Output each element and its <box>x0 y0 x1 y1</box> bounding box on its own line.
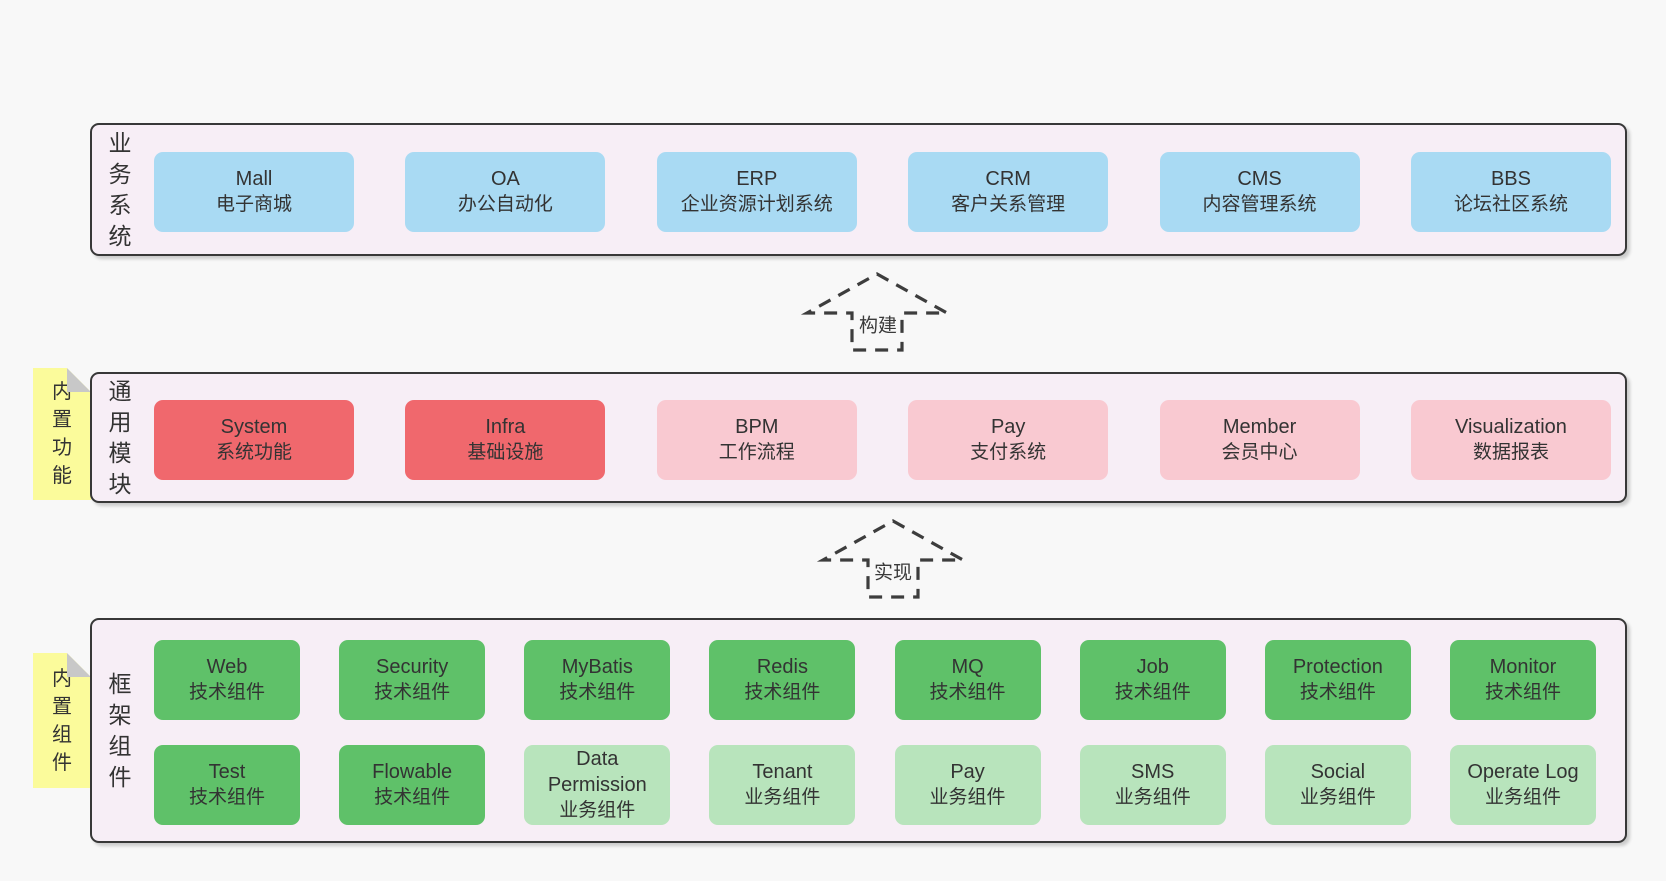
band-business-systems: 业务系统 Mall 电子商城 OA 办公自动化 ERP 企业资源计划系统 CRM… <box>90 123 1627 256</box>
box-member: Member 会员中心 <box>1159 400 1360 480</box>
box-crm: CRM 客户关系管理 <box>908 152 1109 232</box>
box-oa: OA 办公自动化 <box>405 152 606 232</box>
folded-corner-icon <box>67 368 91 392</box>
band-label-framework-components: 框架组件 <box>108 670 132 790</box>
box-redis: Redis 技术组件 <box>709 640 856 720</box>
arrow-implement-label: 实现 <box>870 556 916 586</box>
band-common-modules: 通用模块 System 系统功能 Infra 基础设施 BPM 工作流程 Pay… <box>90 372 1627 503</box>
common-module-boxes: System 系统功能 Infra 基础设施 BPM 工作流程 Pay 支付系统… <box>154 400 1611 480</box>
folded-corner-icon <box>67 653 91 677</box>
box-pay-component: Pay 业务组件 <box>894 745 1041 825</box>
box-operate-log: Operate Log 业务组件 <box>1449 745 1596 825</box>
framework-components-row-2: Test 技术组件 Flowable 技术组件 Data Permission … <box>154 745 1596 825</box>
box-mq: MQ 技术组件 <box>894 640 1041 720</box>
box-infra: Infra 基础设施 <box>405 400 606 480</box>
box-tenant: Tenant 业务组件 <box>709 745 856 825</box>
framework-components-row-1: Web 技术组件 Security 技术组件 MyBatis 技术组件 Redi… <box>154 640 1596 720</box>
box-visualization: Visualization 数据报表 <box>1410 400 1611 480</box>
sticky-note-built-in-components: 内置组件 <box>33 653 91 788</box>
box-job: Job 技术组件 <box>1079 640 1226 720</box>
band-framework-components: 框架组件 Web 技术组件 Security 技术组件 MyBatis 技术组件… <box>90 618 1627 843</box>
band-label-business-systems: 业务系统 <box>108 129 132 249</box>
arrow-build-label: 构建 <box>855 309 901 339</box>
box-data-permission: Data Permission 业务组件 <box>524 745 671 825</box>
box-bbs: BBS 论坛社区系统 <box>1410 152 1611 232</box>
box-system: System 系统功能 <box>154 400 354 480</box>
box-mall: Mall 电子商城 <box>154 152 354 232</box>
box-web: Web 技术组件 <box>154 640 300 720</box>
box-social: Social 业务组件 <box>1264 745 1411 825</box>
box-security: Security 技术组件 <box>339 640 486 720</box>
box-flowable: Flowable 技术组件 <box>339 745 486 825</box>
box-monitor: Monitor 技术组件 <box>1449 640 1596 720</box>
box-erp: ERP 企业资源计划系统 <box>656 152 857 232</box>
box-mybatis: MyBatis 技术组件 <box>524 640 671 720</box>
sticky-note-built-in-features: 内置功能 <box>33 368 91 500</box>
box-protection: Protection 技术组件 <box>1264 640 1411 720</box>
box-sms: SMS 业务组件 <box>1079 745 1226 825</box>
band-label-common-modules: 通用模块 <box>108 377 132 497</box>
box-pay-module: Pay 支付系统 <box>908 400 1109 480</box>
sticky-note-label: 内置功能 <box>52 381 72 487</box>
box-test: Test 技术组件 <box>154 745 300 825</box>
business-system-boxes: Mall 电子商城 OA 办公自动化 ERP 企业资源计划系统 CRM 客户关系… <box>154 152 1611 232</box>
sticky-note-label: 内置组件 <box>52 667 72 774</box>
box-bpm: BPM 工作流程 <box>656 400 857 480</box>
box-cms: CMS 内容管理系统 <box>1159 152 1360 232</box>
